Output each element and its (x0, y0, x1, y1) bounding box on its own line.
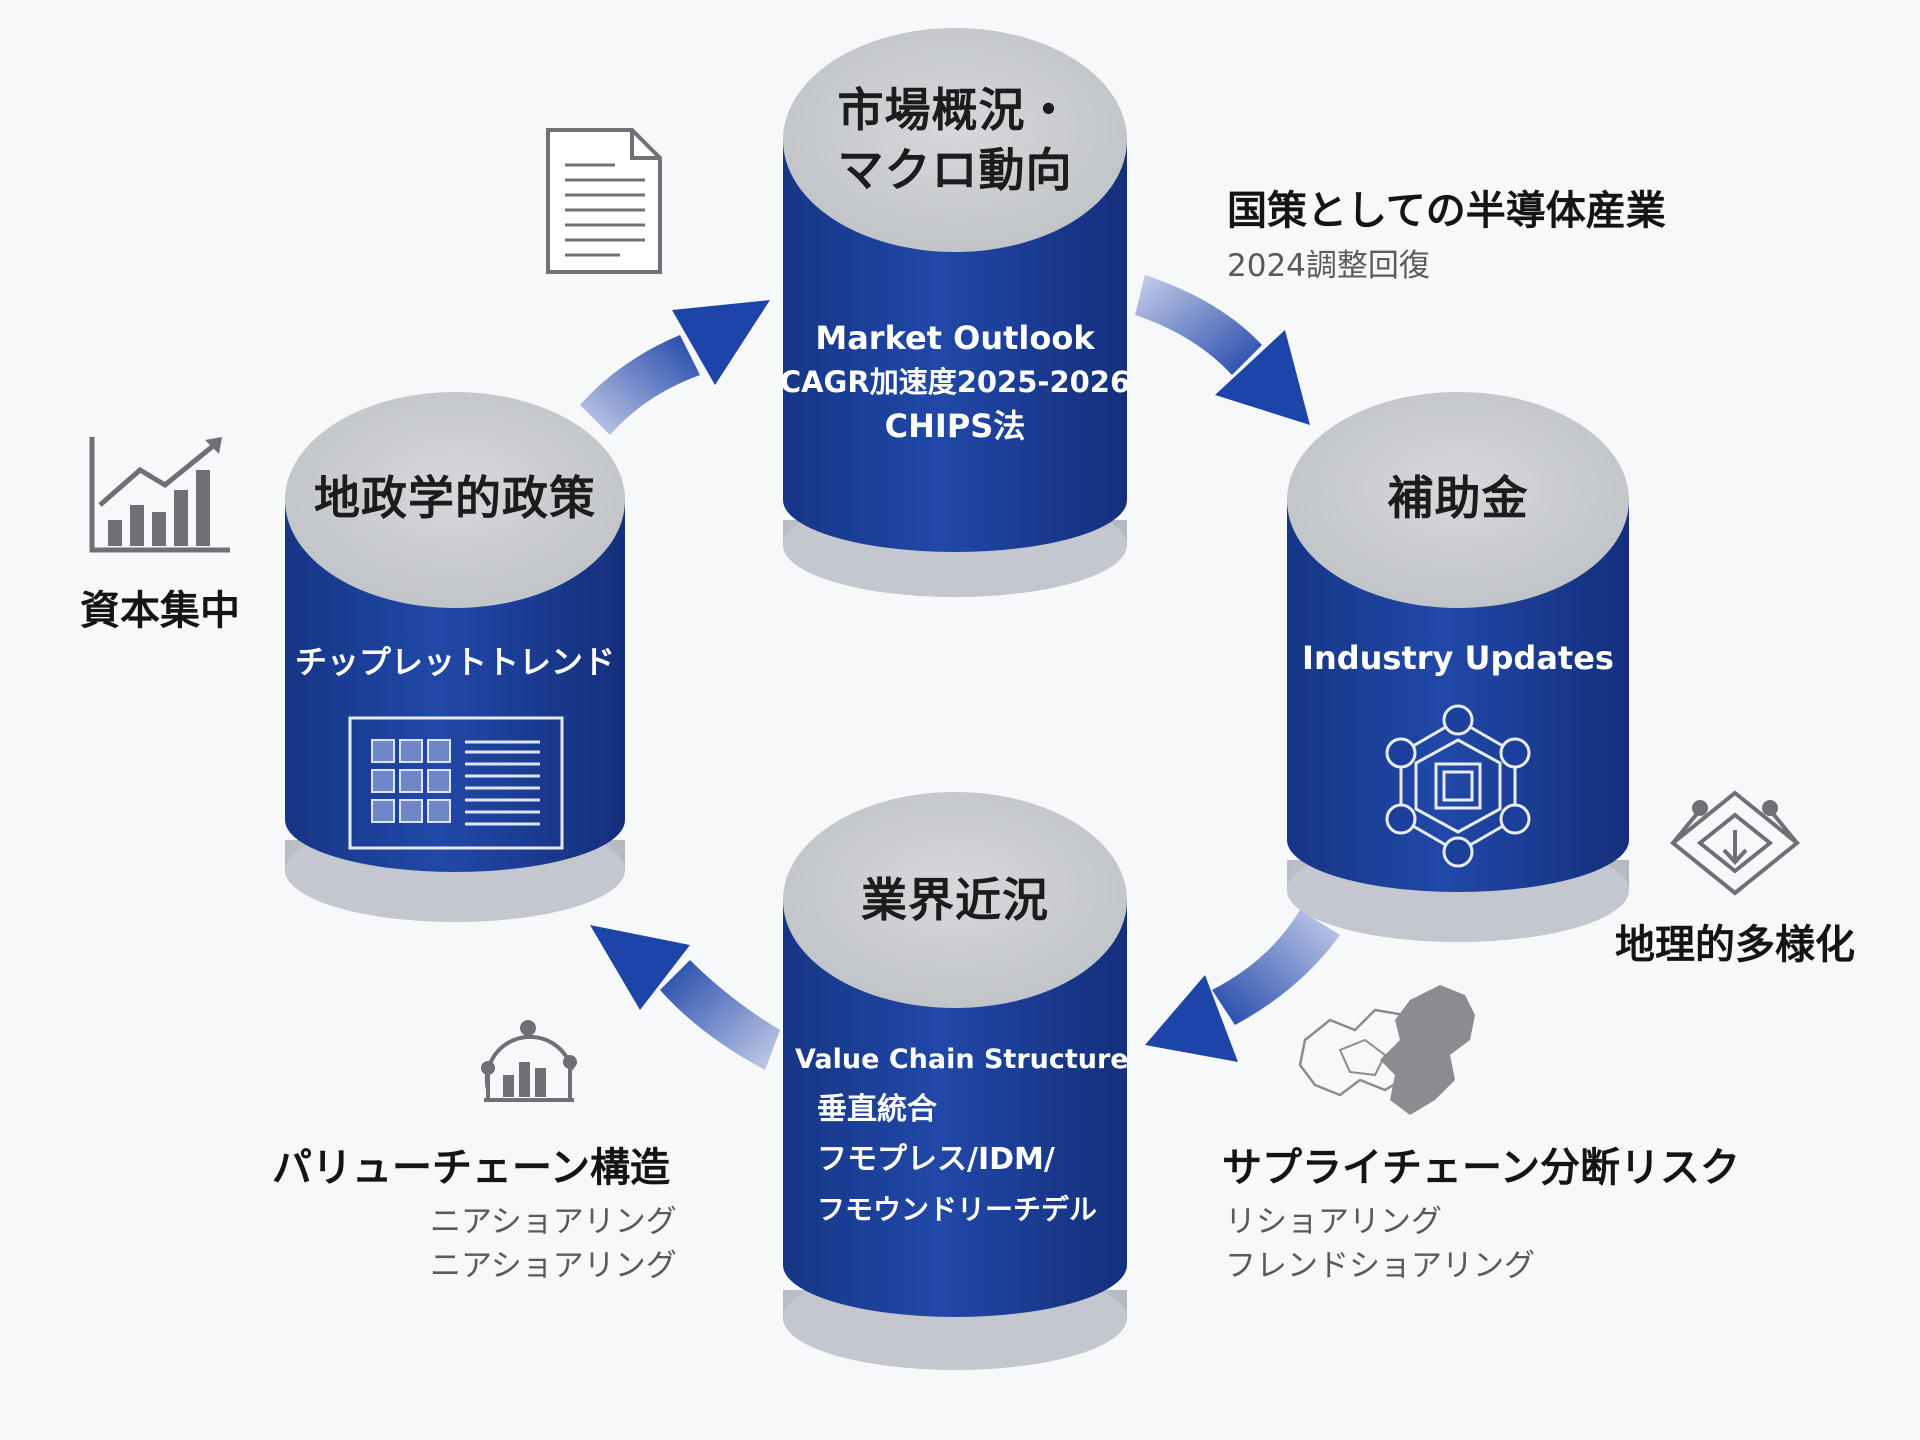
table-grid-icon (348, 716, 564, 850)
arrow-top-to-right (1135, 275, 1310, 425)
left-cylinder-subtitle: チップレットトレンド (294, 643, 615, 681)
bottom-cylinder-body: Value Chain Structure 垂直統合 フモプレス/IDM/ フモ… (795, 1035, 1129, 1235)
label-value-chain-sub: ニアショアリング ニアショアリング (430, 1200, 677, 1288)
cylinder-right (1287, 392, 1629, 942)
cylinder-left (285, 392, 625, 922)
top-title-line2: マクロ動向 (837, 143, 1073, 197)
right-cylinder-title: 補助金 (1387, 471, 1529, 525)
bar-chart-growth-icon (89, 437, 230, 553)
top-cylinder-body: Market Outlook CAGR加速度2025-2026 CHIPS法 (775, 316, 1135, 448)
label-value-chain: パリューチェーン構造 (272, 1145, 670, 1191)
cylinder-bottom (783, 792, 1127, 1370)
arrow-right-to-bottom (1145, 910, 1340, 1062)
bottom-cylinder-title: 業界近況 (861, 873, 1049, 927)
top-cylinder-title: 市場概況・ マクロ動向 (783, 80, 1127, 200)
top-body-line: CAGR加速度2025-2026 (779, 365, 1131, 399)
label-supply-chain-risk: サプライチェーン分断リスク (1222, 1145, 1740, 1191)
diversify-diamond-icon (1669, 790, 1801, 896)
chip-network-icon (1385, 704, 1531, 868)
arrow-left-to-top (580, 300, 770, 435)
label-capital-concentration: 資本集中 (80, 588, 240, 634)
bottom-body-line: フモウンドリーチデル (817, 1193, 1098, 1226)
map-regions-icon (1298, 985, 1475, 1115)
value-chain-sub-line: ニアショアリング (430, 1248, 677, 1284)
right-cylinder-subtitle: Industry Updates (1302, 639, 1614, 677)
top-body-line: CHIPS法 (884, 407, 1026, 445)
top-body-line: Market Outlook (815, 319, 1095, 357)
left-cylinder-title: 地政学的政策 (314, 471, 596, 525)
bar-chart-arc-icon (481, 1020, 577, 1102)
value-chain-sub-line: ニアショアリング (430, 1204, 677, 1240)
cylinder-top (783, 28, 1127, 597)
supply-chain-sub-line: フレンドショアリング (1225, 1248, 1535, 1284)
supply-chain-sub-line: リショアリング (1225, 1204, 1442, 1240)
bottom-body-line: フモプレス/IDM/ (817, 1142, 1055, 1177)
label-geographic-diversification: 地理的多様化 (1615, 922, 1855, 968)
bottom-body-line: Value Chain Structure (795, 1044, 1129, 1075)
bottom-body-line: 垂直統合 (817, 1092, 937, 1127)
top-title-line1: 市場概況・ (837, 83, 1073, 137)
label-national-policy: 国策としての半導体産業 (1227, 188, 1666, 234)
label-national-policy-sub: 2024調整回復 (1227, 248, 1430, 284)
label-supply-chain-risk-sub: リショアリング フレンドショアリング (1225, 1200, 1535, 1288)
document-icon (546, 128, 662, 274)
arrow-bottom-to-left (590, 925, 780, 1070)
